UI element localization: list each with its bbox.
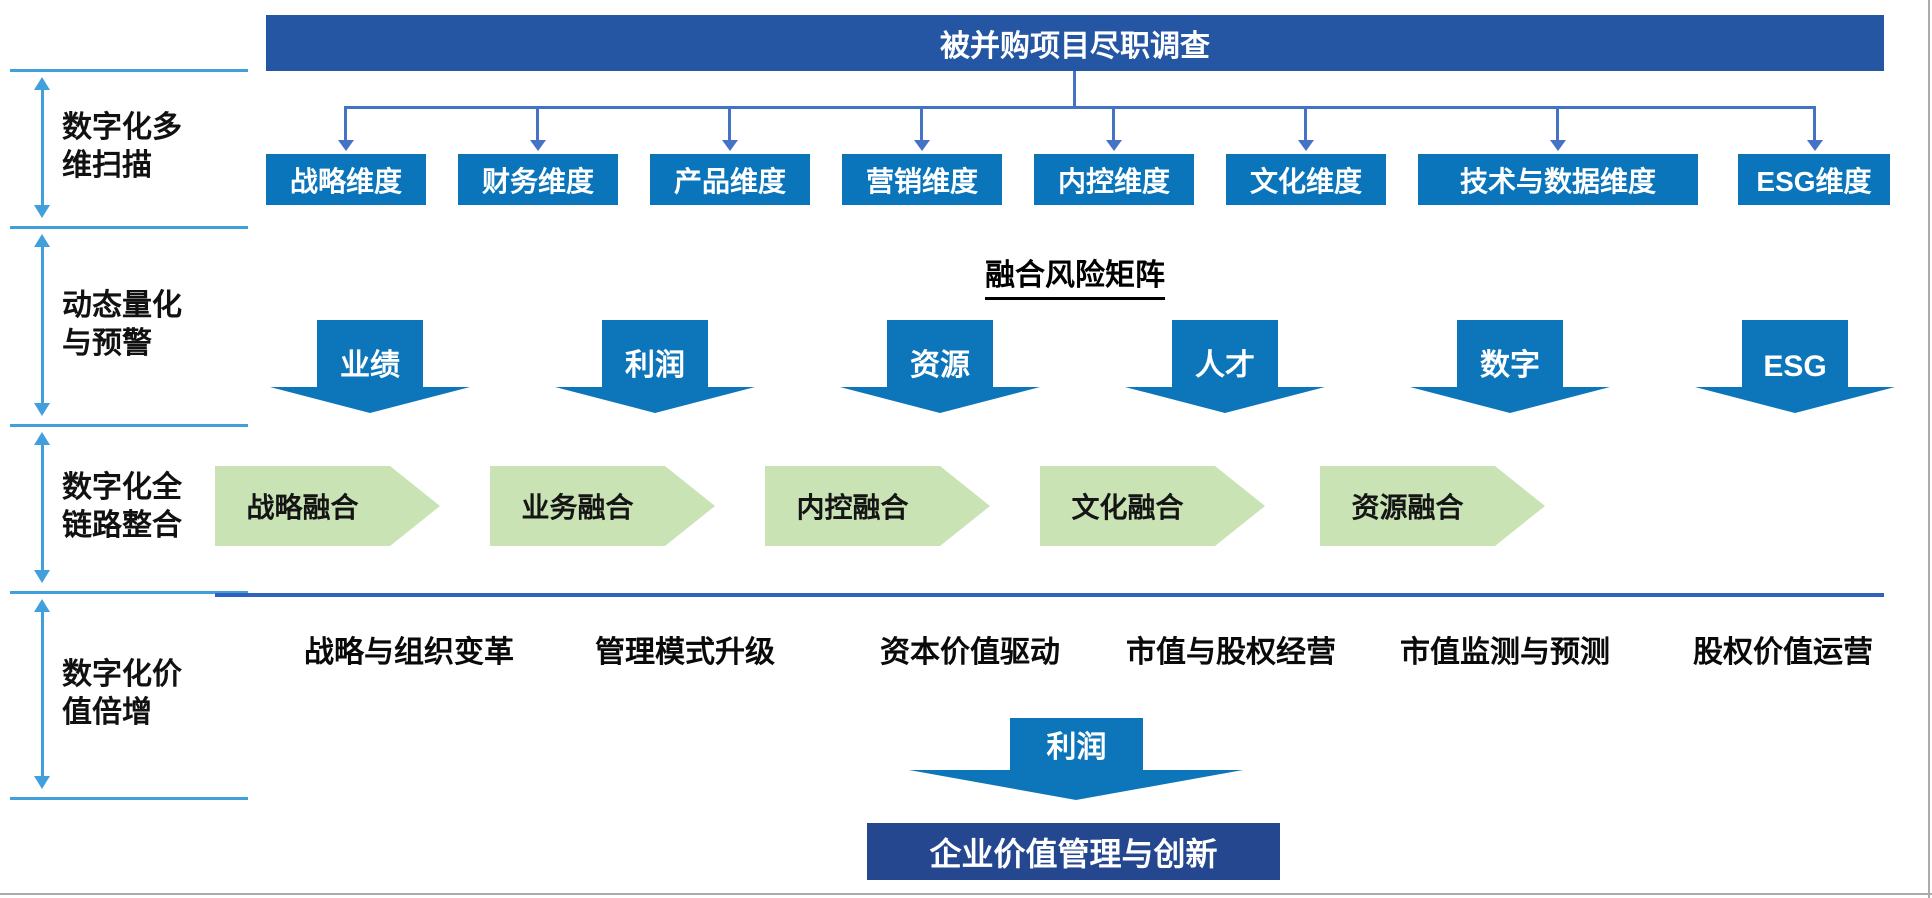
tree-arrow-shaft xyxy=(536,106,539,140)
dimension-box-culture: 文化维度 xyxy=(1226,154,1386,205)
down-arrow-head-icon xyxy=(909,770,1243,800)
value-item-equity-value-operation: 股权价值运营 xyxy=(1693,636,1873,669)
tree-arrow-shaft xyxy=(1112,106,1115,140)
dimension-box-tech-data: 技术与数据维度 xyxy=(1418,154,1698,205)
matrix-arrow-talent: 人才 xyxy=(1125,320,1325,413)
tree-stub-line xyxy=(1073,71,1076,107)
sidebar-label-multidimensional-scan: 数字化多 维扫描 xyxy=(62,109,247,185)
tree-arrow-head-icon xyxy=(338,140,354,151)
matrix-arrow-performance: 业绩 xyxy=(270,320,470,413)
value-item-strategy-org-change: 战略与组织变革 xyxy=(304,636,514,669)
sidebar-separator xyxy=(10,424,248,427)
dimension-box-esg: ESG维度 xyxy=(1738,154,1890,205)
tree-arrow-shaft xyxy=(1556,106,1559,140)
matrix-arrow-esg: ESG xyxy=(1695,320,1895,413)
top-banner-title: 被并购项目尽职调查 xyxy=(940,30,1210,63)
page-border-bottom xyxy=(0,893,1932,895)
double-arrow-icon xyxy=(34,77,50,218)
sidebar-label-full-chain-integration: 数字化全 链路整合 xyxy=(62,469,247,545)
sidebar-label-dynamic-quantification: 动态量化 与预警 xyxy=(62,287,247,363)
matrix-arrow-profit: 利润 xyxy=(555,320,755,413)
tree-arrow-shaft xyxy=(920,106,923,140)
tree-arrow-head-icon xyxy=(722,140,738,151)
right-arrow-tip-icon xyxy=(1495,466,1545,546)
enterprise-value-box: 企业价值管理与创新 xyxy=(867,823,1280,880)
tree-arrow-head-icon xyxy=(1807,140,1823,151)
down-arrow-head-icon xyxy=(1125,387,1325,413)
section-divider-line xyxy=(215,593,1884,597)
tree-horizontal-line xyxy=(346,106,1816,109)
tree-arrow-head-icon xyxy=(1106,140,1122,151)
double-arrow-shaft xyxy=(40,608,44,780)
value-item-marketcap-equity: 市值与股权经营 xyxy=(1126,636,1336,669)
matrix-title: 融合风险矩阵 xyxy=(925,250,1225,300)
down-arrow-head-icon xyxy=(1410,387,1610,413)
down-arrow-head-icon xyxy=(555,387,755,413)
tree-arrow-shaft xyxy=(1304,106,1307,140)
double-arrow-icon xyxy=(34,234,50,416)
matrix-arrow-digital: 数字 xyxy=(1410,320,1610,413)
tree-arrow-head-icon xyxy=(914,140,930,151)
integration-arrow-label: 内控融合 xyxy=(765,466,940,546)
matrix-title-text: 融合风险矩阵 xyxy=(985,250,1165,300)
tree-arrow-shaft xyxy=(1813,106,1816,140)
sidebar-label-line: 动态量化 xyxy=(62,289,182,322)
matrix-arrow-label: ESG xyxy=(1742,320,1848,387)
page-border-right xyxy=(1928,0,1930,898)
double-arrow-icon xyxy=(34,432,50,583)
matrix-arrow-label: 利润 xyxy=(602,320,708,387)
sidebar-label-line: 维扫描 xyxy=(62,149,152,182)
double-arrow-shaft xyxy=(40,243,44,407)
matrix-arrow-label: 资源 xyxy=(887,320,993,387)
right-arrow-tip-icon xyxy=(940,466,990,546)
matrix-arrow-label: 人才 xyxy=(1172,320,1278,387)
down-arrow-head-icon xyxy=(1695,387,1895,413)
dimension-box-product: 产品维度 xyxy=(650,154,810,205)
right-arrow-tip-icon xyxy=(665,466,715,546)
sidebar-label-line: 数字化多 xyxy=(62,111,182,144)
tree-arrow-head-icon xyxy=(530,140,546,151)
tree-arrow-head-icon xyxy=(1550,140,1566,151)
value-item-capital-value-driven: 资本价值驱动 xyxy=(880,636,1060,669)
tree-arrow-shaft xyxy=(728,106,731,140)
integration-arrow-label: 战略融合 xyxy=(215,466,390,546)
double-arrow-shaft xyxy=(40,441,44,574)
sidebar-separator xyxy=(10,226,248,229)
integration-arrow-label: 业务融合 xyxy=(490,466,665,546)
sidebar-separator xyxy=(10,69,248,72)
dimension-box-strategy: 战略维度 xyxy=(266,154,426,205)
down-arrow-head-icon xyxy=(270,387,470,413)
sidebar-separator xyxy=(10,797,248,800)
right-arrow-tip-icon xyxy=(1215,466,1265,546)
matrix-arrow-label: 业绩 xyxy=(317,320,423,387)
value-item-marketcap-forecast: 市值监测与预测 xyxy=(1400,636,1610,669)
right-arrow-tip-icon xyxy=(390,466,440,546)
profit-arrow-label: 利润 xyxy=(1010,718,1143,770)
sidebar-label-value-multiplication: 数字化价 值倍增 xyxy=(62,656,247,732)
tree-arrow-shaft xyxy=(344,106,347,140)
double-arrow-shaft xyxy=(40,86,44,209)
double-arrow-icon xyxy=(34,599,50,789)
top-banner: 被并购项目尽职调查 xyxy=(266,15,1884,71)
sidebar-label-line: 链路整合 xyxy=(62,509,182,542)
value-item-management-upgrade: 管理模式升级 xyxy=(595,636,775,669)
sidebar-label-line: 数字化价 xyxy=(62,658,182,691)
down-arrow-head-icon xyxy=(840,387,1040,413)
dimension-box-finance: 财务维度 xyxy=(458,154,618,205)
matrix-arrow-label: 数字 xyxy=(1457,320,1563,387)
matrix-arrow-resource: 资源 xyxy=(840,320,1040,413)
tree-arrow-head-icon xyxy=(1298,140,1314,151)
integration-arrow-label: 文化融合 xyxy=(1040,466,1215,546)
sidebar-separator xyxy=(10,591,248,594)
sidebar-label-line: 与预警 xyxy=(62,327,152,360)
dimension-box-marketing: 营销维度 xyxy=(842,154,1002,205)
dimension-box-internal-control: 内控维度 xyxy=(1034,154,1194,205)
sidebar-label-line: 数字化全 xyxy=(62,471,182,504)
integration-arrow-label: 资源融合 xyxy=(1320,466,1495,546)
sidebar-label-line: 值倍增 xyxy=(62,696,152,729)
